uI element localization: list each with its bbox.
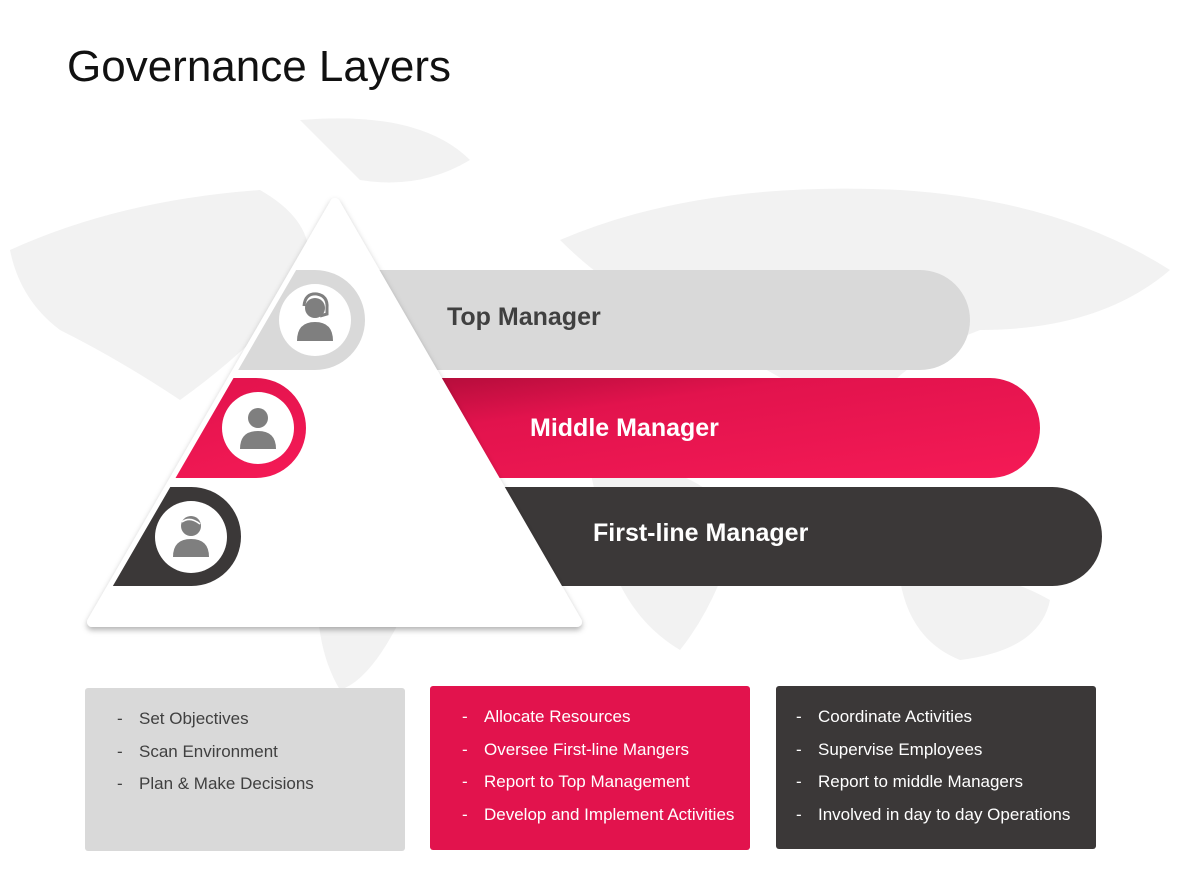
middle-manager-duties: -Allocate Resources -Oversee First-line … [430, 686, 750, 850]
first-line-manager-duties: -Coordinate Activities -Supervise Employ… [776, 686, 1096, 849]
first-line-manager-label: First-line Manager [593, 519, 809, 547]
top-manager-label: Top Manager [447, 303, 601, 331]
headset-user-icon [279, 284, 351, 356]
top-manager-duties: -Set Objectives -Scan Environment -Plan … [85, 688, 405, 851]
list-item: -Report to Top Management [462, 772, 690, 791]
list-item: -Oversee First-line Mangers [462, 739, 690, 759]
list-item: -Allocate Resources [462, 707, 631, 726]
list-item: -Coordinate Activities [796, 707, 973, 726]
user-icon [222, 392, 294, 464]
list-item: -Report to middle Managers [796, 772, 1024, 791]
user-hair-icon [155, 501, 227, 573]
list-item: -Involved in day to day Operations [796, 804, 1071, 824]
middle-manager-label: Middle Manager [530, 414, 719, 442]
list-item: -Supervise Employees [796, 739, 983, 759]
band-top [300, 270, 970, 370]
list-item: -Set Objectives [117, 709, 249, 728]
list-item: -Scan Environment [117, 741, 278, 761]
list-item: -Plan & Make Decisions [117, 774, 314, 793]
page-title: Governance Layers [67, 42, 451, 91]
list-item: -Develop and Implement Activities [462, 804, 735, 824]
